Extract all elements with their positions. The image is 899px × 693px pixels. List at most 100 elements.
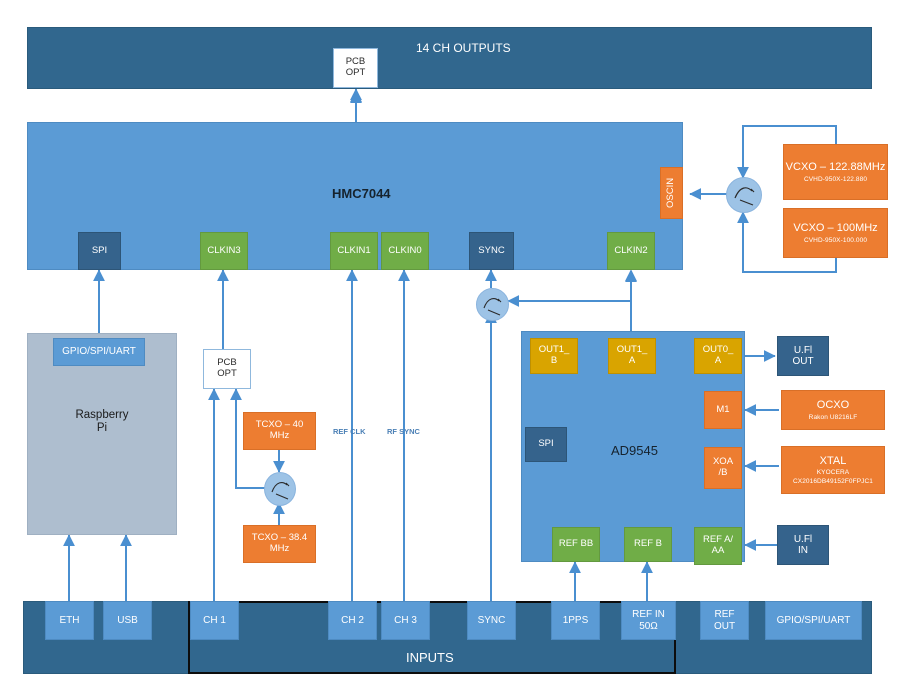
ufl-in-connector: U.Fl IN — [777, 525, 829, 565]
connector-gpio-spi-uart-label: GPIO/SPI/UART — [776, 614, 851, 626]
ufl-out-line1: U.Fl — [793, 344, 813, 356]
ad9545-port-refbb: REF BB — [552, 527, 600, 562]
hmc7044-port-clkin2-label: CLKIN2 — [614, 244, 648, 256]
ufl-out-line2: OUT — [792, 356, 814, 367]
ad9545-port-out1a: OUT1_ A — [608, 338, 656, 374]
ad9545-port-out1a-line2: A — [628, 355, 636, 366]
pcb-opt-top: PCB OPT — [333, 48, 378, 88]
hmc7044-port-clkin3-label: CLKIN3 — [207, 244, 241, 256]
connector-eth-label: ETH — [59, 614, 80, 626]
mixer-glyph — [734, 187, 755, 206]
pcb-opt-top-line1: PCB — [345, 56, 366, 68]
hmc7044-port-clkin3: CLKIN3 — [200, 232, 248, 270]
hmc7044-port-sync: SYNC — [469, 232, 514, 270]
hmc7044-port-spi-label: SPI — [91, 244, 108, 256]
tcxo-38-4mhz-line2: MHz — [269, 543, 290, 554]
ad9545-port-out1b: OUT1_ B — [530, 338, 578, 374]
wire-label-rf-sync: RF SYNC — [387, 427, 420, 436]
ad9545-port-m1-line1: M1 — [716, 403, 730, 415]
connector-ref-out: REF OUT — [700, 601, 749, 640]
ufl-in-line2: IN — [798, 545, 808, 556]
connector-ch2-label: CH 2 — [341, 614, 364, 626]
pcb-opt-top-line2: OPT — [345, 67, 366, 78]
vcxo-100-part: CVHD-950X-100.000 — [803, 236, 868, 244]
raspberry-pi-title: Raspberry Pi — [27, 405, 177, 439]
ad9545-port-xoa-b: XOA /B — [704, 447, 742, 489]
pcb-opt-mid: PCB OPT — [203, 349, 251, 389]
vcxo-100-name: VCXO – 100MHz — [793, 222, 878, 235]
connector-ch1: CH 1 — [190, 601, 239, 640]
ad9545-port-out0a-line2: A — [714, 355, 722, 366]
tcxo-38-4mhz-line1: TCXO – 38.4 — [251, 532, 308, 544]
ad9545-port-out1b-line1: OUT1_ — [538, 344, 570, 356]
ad9545-port-spi: SPI — [525, 427, 567, 462]
ad9545-port-refaa-line1: REF A/ — [702, 534, 734, 546]
tcxo-38-4mhz: TCXO – 38.4 MHz — [243, 525, 316, 563]
ad9545-port-refaa-line2: AA — [711, 545, 725, 556]
tcxo-40mhz-line2: MHz — [269, 430, 290, 441]
rpi-gpio-spi-uart-label: GPIO/SPI/UART — [62, 346, 136, 358]
ad9545-port-out1b-line2: B — [550, 355, 558, 366]
vcxo-122-88: VCXO – 122.88MHz CVHD-950X-122.880 — [783, 144, 888, 200]
xtal-name: XTAL — [819, 454, 847, 467]
xtal-part: CX2016DB49152F0FPJC1 — [792, 478, 874, 486]
ad9545-port-m1: M1 — [704, 391, 742, 429]
connector-ref-out-line2: OUT — [713, 620, 736, 632]
xtal-module: XTAL KYOCERA CX2016DB49152F0FPJC1 — [781, 446, 885, 494]
raspberry-pi-title-line2: Pi — [96, 422, 108, 434]
hmc7044-port-clkin0-label: CLKIN0 — [388, 244, 422, 256]
vcxo-122-88-part: CVHD-950X-122.880 — [803, 175, 868, 183]
mixer-glyph — [271, 482, 290, 500]
tcxo-40mhz: TCXO – 40 MHz — [243, 412, 316, 450]
vcxo-122-88-name: VCXO – 122.88MHz — [785, 161, 886, 174]
mixer-glyph — [483, 298, 502, 316]
ufl-in-line1: U.Fl — [793, 533, 813, 545]
ad9545-port-spi-label: SPI — [538, 438, 554, 450]
connector-ref-in-50ohm: REF IN 50Ω — [621, 601, 676, 640]
ad9545-port-out1a-line1: OUT1_ — [616, 344, 648, 356]
ad9545-port-refbb-label: REF BB — [558, 538, 594, 550]
sync-mixer-icon — [476, 288, 509, 321]
ufl-out-connector: U.Fl OUT — [777, 336, 829, 376]
hmc7044-port-clkin1: CLKIN1 — [330, 232, 378, 270]
connector-1pps: 1PPS — [551, 601, 600, 640]
tcxo-40mhz-line1: TCXO – 40 — [255, 419, 304, 431]
inputs-group-label: INPUTS — [406, 650, 454, 665]
connector-sync: SYNC — [467, 601, 516, 640]
connector-ref-out-line1: REF — [714, 609, 735, 621]
ocxo-module: OCXO Rakon U8216LF — [781, 390, 885, 430]
ad9545-title: AD9545 — [611, 443, 658, 458]
ocxo-part: Rakon U8216LF — [808, 413, 858, 421]
ad9545-port-refaa: REF A/ AA — [694, 527, 742, 565]
ad9545-port-refb: REF B — [624, 527, 672, 562]
ocxo-name: OCXO — [816, 399, 850, 412]
connector-1pps-label: 1PPS — [562, 614, 589, 626]
connector-eth: ETH — [45, 601, 94, 640]
raspberry-pi-title-line1: Raspberry — [75, 409, 129, 422]
connector-ch3: CH 3 — [381, 601, 430, 640]
connector-usb-label: USB — [117, 614, 138, 626]
ad9545-port-xoa-b-line2: /B — [718, 467, 728, 478]
oscin-mixer-icon — [726, 177, 762, 213]
tcxo-mixer-icon — [264, 472, 296, 506]
connector-ch3-label: CH 3 — [394, 614, 417, 626]
pcb-opt-mid-line1: PCB — [217, 357, 237, 369]
ad9545-port-xoa-b-line1: XOA — [712, 456, 734, 468]
xtal-maker: KYOCERA — [816, 468, 850, 476]
hmc7044-port-oscin-label: OSCIN — [665, 177, 677, 209]
connector-ref-in-line2: 50Ω — [639, 620, 658, 632]
hmc7044-port-oscin: OSCIN — [660, 167, 683, 219]
ad9545-port-out0a: OUT0_ A — [694, 338, 742, 374]
connector-sync-label: SYNC — [477, 614, 506, 626]
connector-ch2: CH 2 — [328, 601, 377, 640]
ad9545-port-out0a-line1: OUT0_ — [702, 344, 734, 356]
pcb-opt-mid-line2: OPT — [217, 368, 237, 379]
vcxo-100: VCXO – 100MHz CVHD-950X-100.000 — [783, 208, 888, 258]
connector-ch1-label: CH 1 — [203, 614, 226, 626]
raspberry-pi-block — [27, 333, 177, 535]
ad9545-port-refb-label: REF B — [634, 538, 662, 550]
hmc7044-port-clkin2: CLKIN2 — [607, 232, 655, 270]
rpi-gpio-spi-uart-port: GPIO/SPI/UART — [53, 338, 145, 366]
connector-gpio-spi-uart: GPIO/SPI/UART — [765, 601, 862, 640]
